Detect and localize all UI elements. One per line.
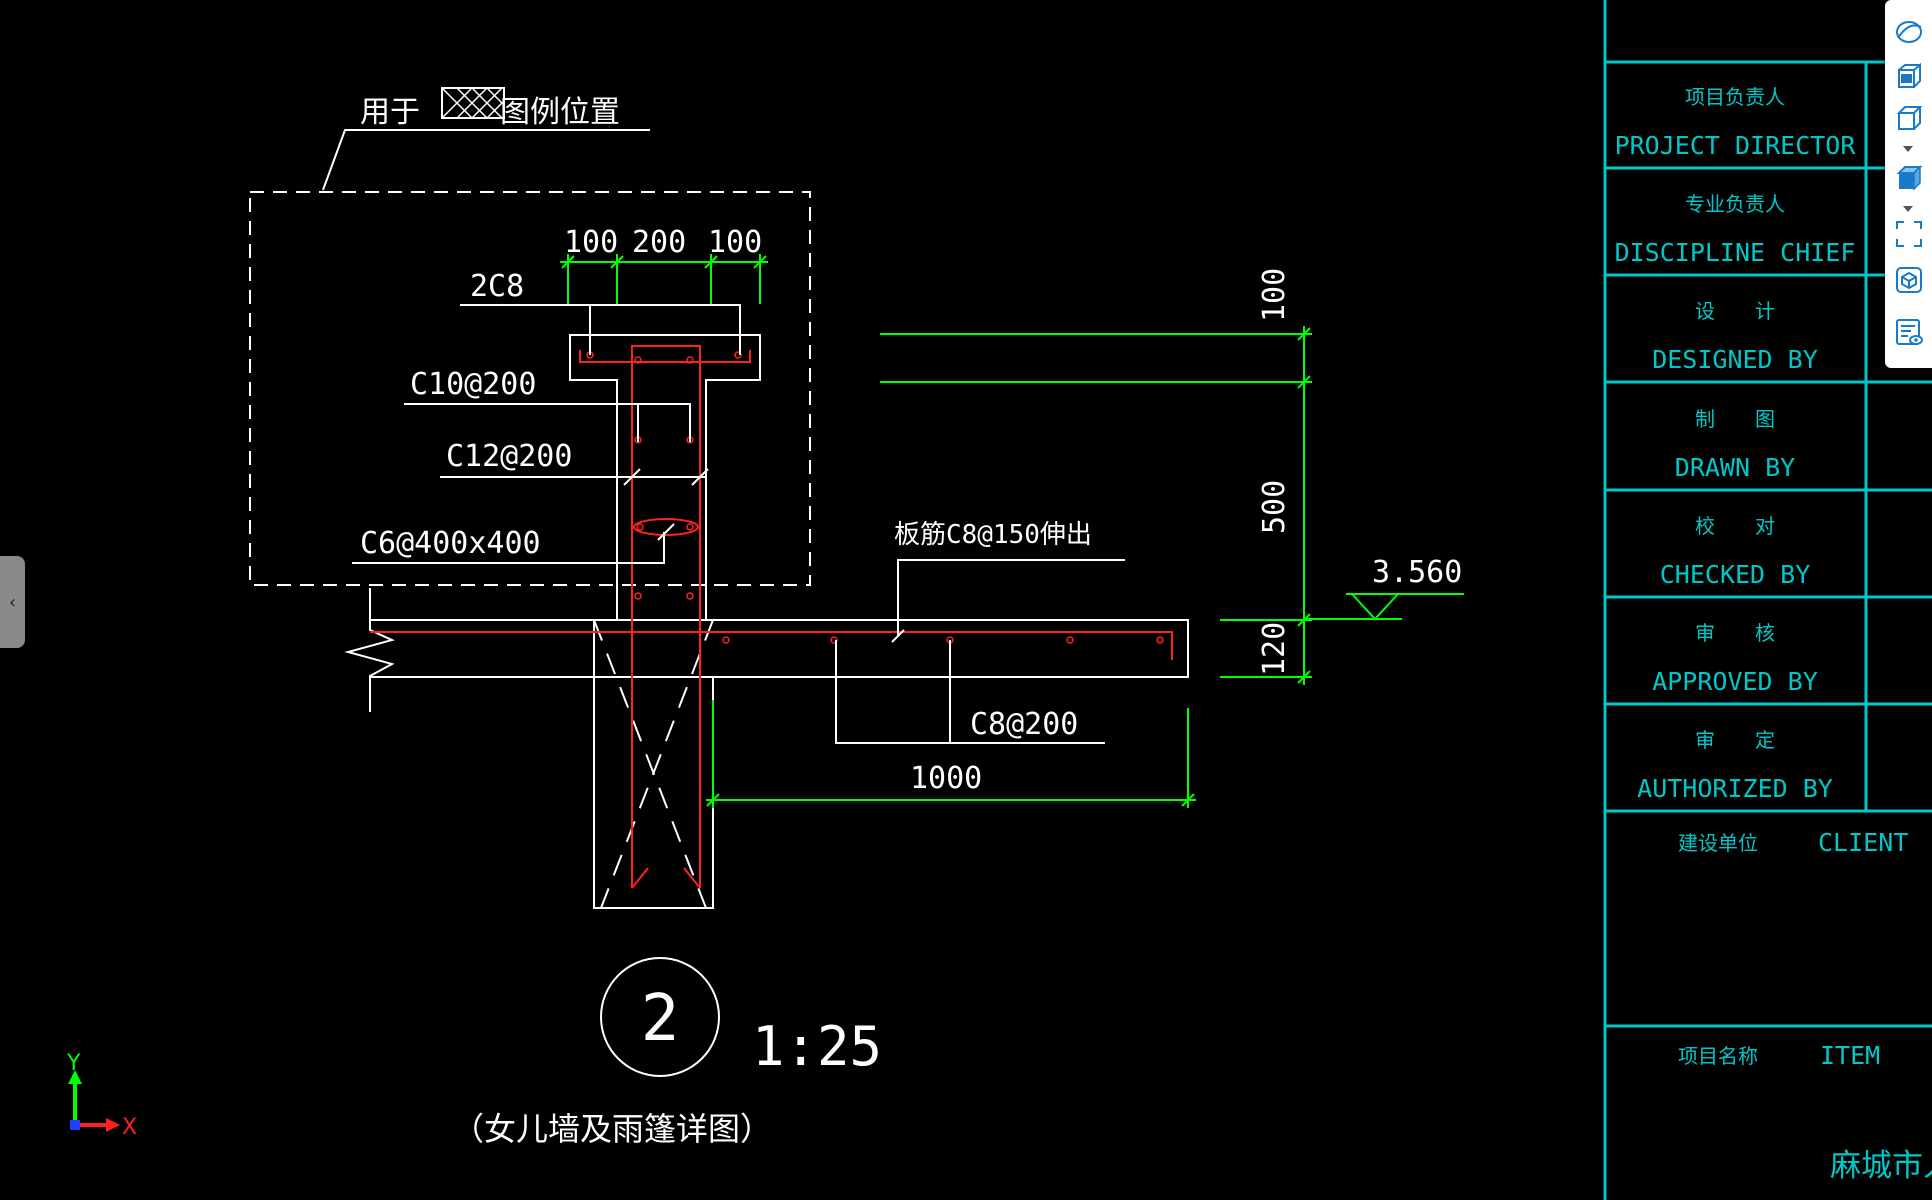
right-dimension-lines (880, 326, 1312, 685)
axis-y-label: Y (66, 1051, 81, 1076)
leader-slab-rebar (897, 559, 1125, 636)
orbit-button[interactable] (1891, 14, 1927, 50)
tb-row-1-en: DISCIPLINE CHIEF (1615, 238, 1856, 267)
orbit-icon (1896, 21, 1922, 43)
view-3d-icon (1898, 62, 1921, 88)
title-block-rows: 项目负责人 PROJECT DIRECTOR 专业负责人 DISCIPLINE … (1615, 85, 1932, 1184)
dim-1000-lines (706, 700, 1196, 808)
cube-view-icon (1896, 106, 1923, 130)
dropdown-arrow-icon[interactable] (1903, 146, 1913, 152)
dim-top-right-text: 100 (708, 225, 762, 260)
legend-prefix-text: 用于 (360, 95, 420, 130)
chevron-left-icon: ‹ (8, 591, 17, 613)
tb-row-5-cn: 审 核 (1695, 621, 1775, 645)
detail-number-circle (600, 957, 720, 1077)
tb-row-4-cn: 校 对 (1695, 514, 1775, 538)
tb-row-2-cn: 设 计 (1695, 299, 1775, 323)
detail-scale-text: 1:25 (752, 1015, 882, 1078)
detail-title-text: （女儿墙及雨篷详图） (452, 1110, 772, 1148)
dashed-region-box (249, 191, 811, 586)
tb-row-3-en: DRAWN BY (1675, 453, 1795, 482)
tb-project-name: 麻城市人民医 (1830, 1148, 1932, 1184)
view-toolbar (1885, 0, 1932, 368)
fit-extents-button[interactable] (1891, 216, 1927, 252)
tb-item-en: ITEM (1820, 1041, 1880, 1070)
legend-suffix-text: 图例位置 (500, 95, 620, 130)
label-c12: C12@200 (446, 439, 572, 474)
tb-row-1-cn: 专业负责人 (1685, 192, 1785, 216)
tb-row-6-cn: 审 定 (1695, 728, 1775, 752)
tb-client-cn: 建设单位 (1678, 831, 1758, 855)
label-c8: C8@200 (970, 707, 1078, 742)
tb-client-en: CLIENT (1818, 828, 1908, 857)
cube-shaded-button[interactable] (1891, 160, 1927, 196)
elevation-marker (1346, 593, 1401, 621)
tb-row-0-cn: 项目负责人 (1685, 85, 1785, 109)
dim-100-text: 100 (1257, 268, 1292, 322)
parapet-outline (569, 334, 761, 620)
hatch-legend-pattern (441, 87, 505, 119)
axis-x-label: X (122, 1115, 137, 1140)
dim-1000-text: 1000 (910, 761, 982, 796)
tb-row-4-en: CHECKED BY (1660, 560, 1811, 589)
rebar-dots (586, 351, 1164, 644)
model-view-icon (1896, 267, 1922, 293)
label-c10: C10@200 (410, 367, 536, 402)
tb-row-5-en: APPROVED BY (1652, 667, 1818, 696)
leader-c6 (352, 532, 665, 564)
leader-c10 (404, 403, 691, 442)
dim-top-mid-text: 200 (632, 225, 686, 260)
top-dimension-chain (560, 254, 768, 304)
dim-top-left-text: 100 (564, 225, 618, 260)
tb-row-2-en: DESIGNED BY (1652, 345, 1818, 374)
layer-properties-button[interactable] (1891, 314, 1927, 350)
side-panel-toggle[interactable]: ‹ (0, 556, 25, 648)
elevation-text: 3.560 (1372, 555, 1462, 590)
title-block (1603, 0, 1932, 1200)
label-slab-rebar: 板筋C8@150伸出 (894, 520, 1092, 550)
break-line (344, 588, 395, 712)
cube-shaded-icon (1896, 165, 1923, 191)
tb-row-0-en: PROJECT DIRECTOR (1615, 131, 1857, 160)
dim-120-text: 120 (1257, 622, 1292, 676)
dropdown-arrow-icon[interactable] (1903, 206, 1913, 212)
label-2c8: 2C8 (470, 269, 524, 304)
tb-row-3-cn: 制 图 (1695, 407, 1775, 431)
model-view-button[interactable] (1891, 262, 1927, 298)
beam-section-cross (593, 619, 714, 909)
legend-leader-line (322, 129, 650, 191)
slab-outline (370, 619, 1189, 678)
dim-500-text: 500 (1257, 480, 1292, 534)
detail-number-text: 2 (641, 982, 680, 1056)
tb-row-6-en: AUTHORIZED BY (1637, 774, 1833, 803)
cube-view-button[interactable] (1891, 100, 1927, 136)
leader-2c8 (460, 304, 741, 355)
label-c6: C6@400x400 (360, 526, 541, 561)
rebar-lines (370, 345, 1173, 889)
detail-drawing: 用于 图例位置 (249, 87, 1464, 1148)
ucs-axis-icon: Y X (66, 1051, 137, 1140)
view-3d-button[interactable] (1891, 58, 1927, 94)
layer-properties-icon (1896, 319, 1923, 345)
tb-item-cn: 项目名称 (1678, 1044, 1758, 1068)
leader-c8 (835, 640, 1105, 744)
fit-extents-icon (1896, 221, 1922, 247)
